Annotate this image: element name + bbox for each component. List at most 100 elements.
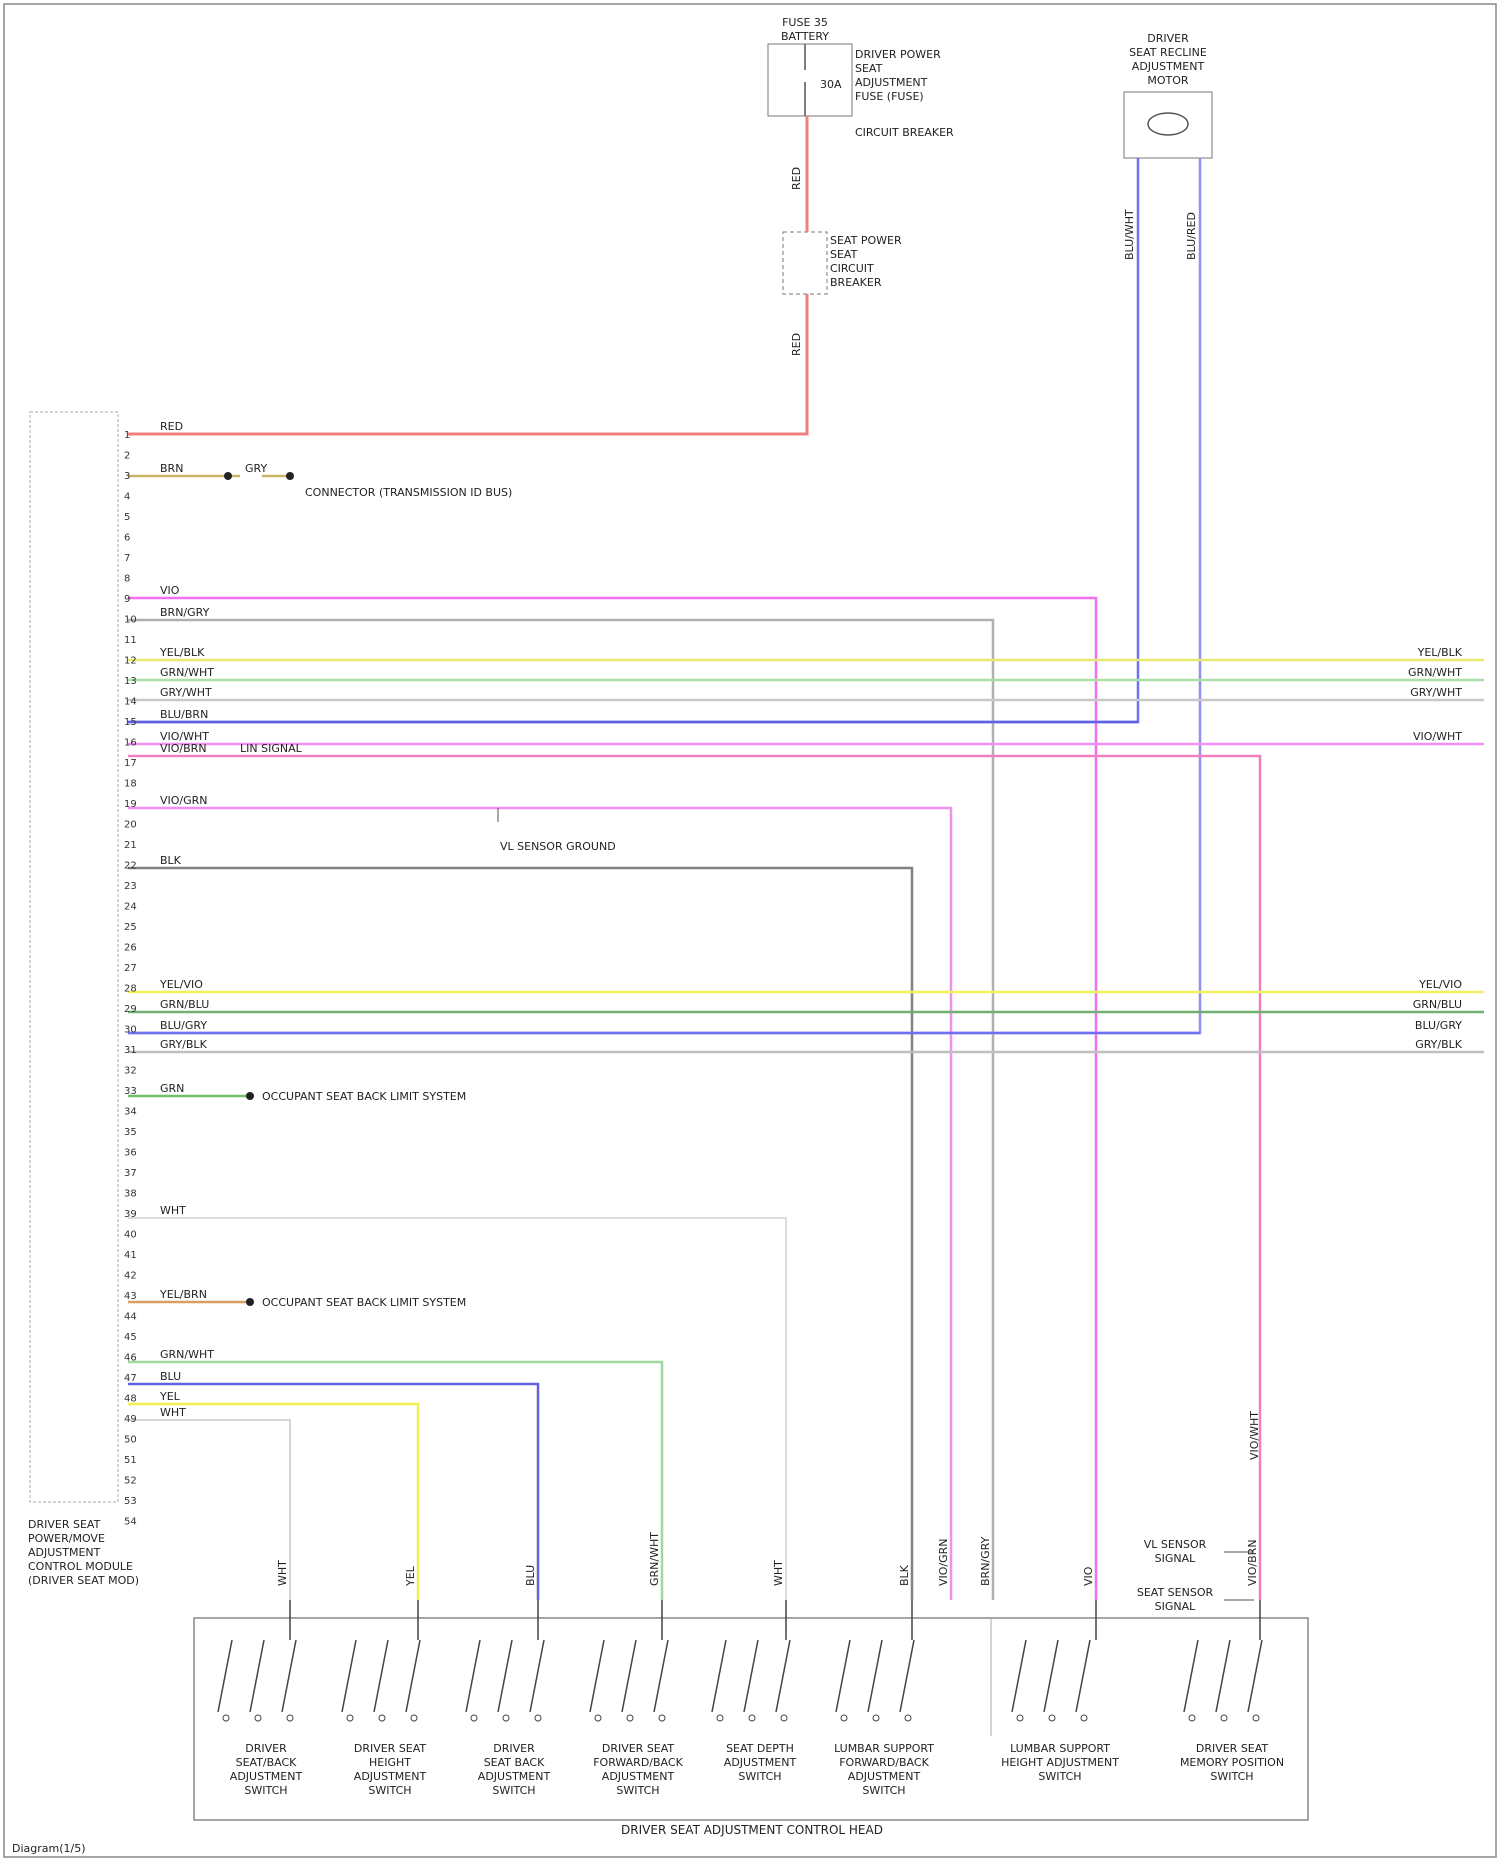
lower-wire-label: GRN/WHT: [160, 1348, 214, 1361]
side-lower-1: SEAT SENSOR: [1137, 1586, 1214, 1599]
switch-label: SWITCH: [368, 1784, 411, 1797]
switch-contact: [282, 1640, 296, 1712]
lower-wire-7: [128, 1420, 290, 1600]
motor-wire-right-label: BLU/RED: [1185, 212, 1198, 260]
module-label-2: POWER/MOVE: [28, 1532, 105, 1545]
switch-panel-box: [194, 1618, 1308, 1820]
switch-label: SWITCH: [1038, 1770, 1081, 1783]
switch-contact: [654, 1640, 668, 1712]
switch-terminal: [595, 1715, 601, 1721]
pin-number: 23: [124, 881, 137, 892]
lower-wires: GRNOCCUPANT SEAT BACK LIMIT SYSTEMWHTYEL…: [128, 1082, 786, 1600]
switches: DRIVERSEAT/BACKADJUSTMENTSWITCHDRIVER SE…: [218, 1532, 1284, 1797]
switch-wire-label: VIO/GRN: [937, 1538, 950, 1586]
wire-label: GRN/BLU: [160, 998, 209, 1011]
switch-label: DRIVER: [245, 1742, 287, 1755]
wire-right-label: YEL/VIO: [1418, 978, 1462, 991]
wire-label: BLK: [160, 854, 182, 867]
switch-label: SWITCH: [1210, 1770, 1253, 1783]
switch-label: DRIVER: [493, 1742, 535, 1755]
wire-note: LIN SIGNAL: [240, 742, 303, 755]
switch-label: ADJUSTMENT: [848, 1770, 921, 1783]
wire-label: VIO/BRN: [160, 742, 207, 755]
switch-label: DRIVER SEAT: [602, 1742, 675, 1755]
wire-label: VIO: [160, 584, 180, 597]
switch-terminal: [781, 1715, 787, 1721]
pin-number: 43: [124, 1291, 137, 1302]
switch: DRIVER SEATFORWARD/BACKADJUSTMENTSWITCH: [590, 1600, 684, 1797]
switch-terminal: [287, 1715, 293, 1721]
switch-contact: [868, 1640, 882, 1712]
recline-motor: DRIVER SEAT RECLINE ADJUSTMENT MOTOR: [1124, 32, 1212, 158]
pin-number: 40: [124, 1230, 137, 1241]
pin-number: 14: [124, 697, 137, 708]
module-label-3: ADJUSTMENT: [28, 1546, 101, 1559]
switch-contact: [342, 1640, 356, 1712]
motor-wire-right: [128, 158, 1200, 1033]
switch-terminal: [1017, 1715, 1023, 1721]
switch: DRIVER SEATMEMORY POSITIONSWITCH: [1180, 1600, 1284, 1783]
motor-wire-left-label: BLU/WHT: [1123, 209, 1136, 260]
pin-number: 31: [124, 1045, 137, 1056]
lower-wire-label: GRN: [160, 1082, 184, 1095]
motor-label-3: ADJUSTMENT: [1132, 60, 1205, 73]
breaker-line-1: SEAT POWER: [830, 234, 902, 247]
wire-right-label: GRN/WHT: [1408, 666, 1462, 679]
pin-number: 3: [124, 471, 130, 482]
pin-number: 50: [124, 1435, 137, 1446]
switch-terminal: [1253, 1715, 1259, 1721]
switch-wire-label: VIO: [1082, 1566, 1095, 1586]
pin-number: 12: [124, 656, 137, 667]
motor-symbol-icon: [1148, 113, 1188, 135]
pin-number: 44: [124, 1312, 137, 1323]
switch-contact: [218, 1640, 232, 1712]
wire-right-label: GRY/WHT: [1410, 686, 1462, 699]
breaker-block: SEAT POWER SEAT CIRCUIT BREAKER: [783, 232, 902, 294]
switch-wire-label: BLK: [898, 1564, 911, 1586]
switch-contact: [1248, 1640, 1262, 1712]
switch-label: LUMBAR SUPPORT: [834, 1742, 934, 1755]
switch-label: FORWARD/BACK: [839, 1756, 929, 1769]
pin-number: 19: [124, 799, 137, 810]
switch-contact: [622, 1640, 636, 1712]
switch-terminal: [1081, 1715, 1087, 1721]
pin-number: 28: [124, 984, 137, 995]
breaker-box: [783, 232, 827, 294]
top-wire-extra: GRY: [245, 462, 267, 475]
pin-number: 11: [124, 635, 137, 646]
motor-label-2: SEAT RECLINE: [1129, 46, 1207, 59]
pin-number: 22: [124, 861, 137, 872]
pin-number: 9: [124, 594, 130, 605]
fuse-sub: BATTERY: [781, 30, 829, 43]
wire-label: BLU/GRY: [160, 1019, 207, 1032]
pin-number: 7: [124, 553, 130, 564]
pin-number: 4: [124, 492, 130, 503]
wire-label: BLU/BRN: [160, 708, 208, 721]
pin-number: 42: [124, 1271, 137, 1282]
switch-terminal: [255, 1715, 261, 1721]
fuse-desc-2: SEAT: [855, 62, 883, 75]
switch-contact: [1012, 1640, 1026, 1712]
switch-label: SWITCH: [738, 1770, 781, 1783]
switch-label: ADJUSTMENT: [478, 1770, 551, 1783]
side-vertical: VIO/WHT: [1248, 1411, 1261, 1460]
wire-label: VIO/GRN: [160, 794, 208, 807]
lower-wire-5: [128, 1384, 538, 1600]
lower-wire-label: BLU: [160, 1370, 181, 1383]
lower-wire-dest: OCCUPANT SEAT BACK LIMIT SYSTEM: [262, 1090, 466, 1103]
wire-label: YEL/BLK: [159, 646, 205, 659]
lower-wire-6: [128, 1404, 418, 1600]
pin-number: 45: [124, 1332, 137, 1343]
breaker-label: CIRCUIT BREAKER: [855, 126, 954, 139]
switch-label: SWITCH: [244, 1784, 287, 1797]
switch-contact: [744, 1640, 758, 1712]
lower-wire-dest: OCCUPANT SEAT BACK LIMIT SYSTEM: [262, 1296, 466, 1309]
switch: DRIVER SEATHEIGHTADJUSTMENTSWITCH: [342, 1600, 426, 1797]
red-wire-label-2: RED: [790, 333, 803, 356]
wire-label: GRN/WHT: [160, 666, 214, 679]
splice-dot: [246, 1298, 254, 1306]
brn-wire-connector: [286, 472, 294, 480]
switch: LUMBAR SUPPORTFORWARD/BACKADJUSTMENTSWIT…: [834, 1600, 934, 1797]
